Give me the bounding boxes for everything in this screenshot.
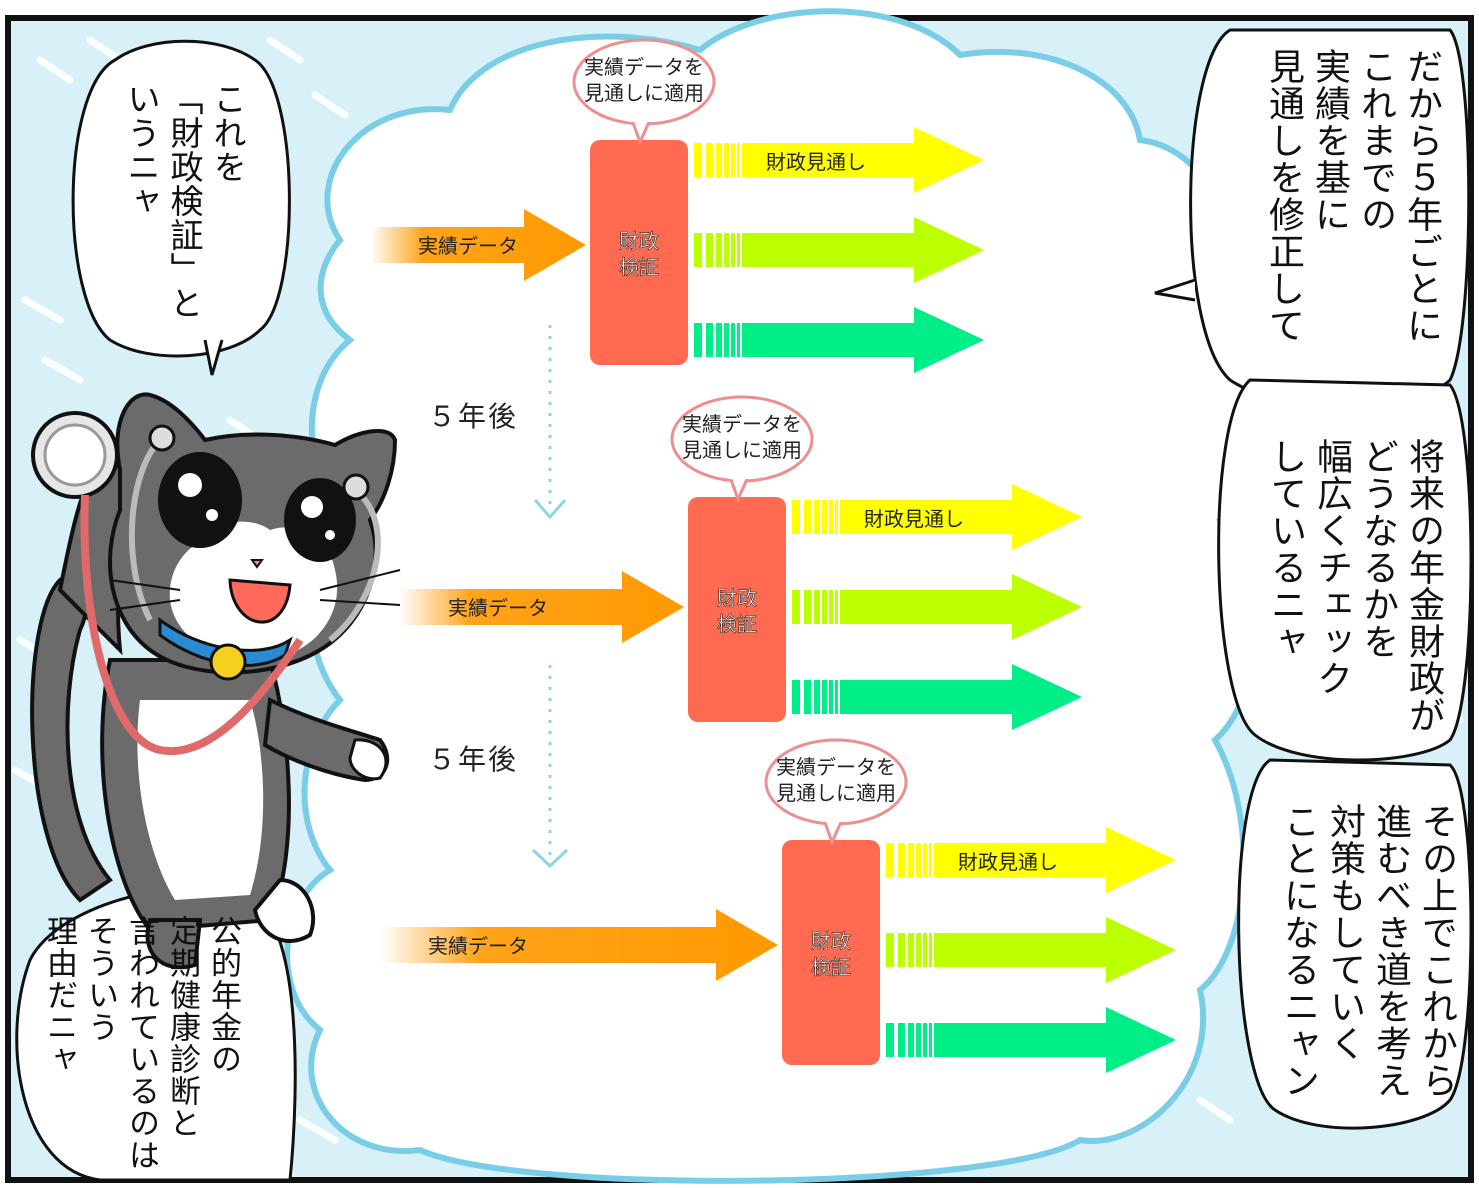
apply-callout-tail-3 [822,819,844,846]
speech-right-middle-text: 将来の年金財政が どうなるかを 幅広くチェック しているニャ [1265,438,1444,734]
input-arrow-2 [400,571,684,643]
verification-box-2 [688,497,786,722]
interval-label-2: ５年後 [428,743,519,776]
apply-callout-tail-2 [728,476,750,503]
verification-box-3 [782,840,880,1065]
verification-box-label-1: 財政 検証 [619,229,660,280]
speech-right-top-text: だから５年ごとに これまでの 実績を基に 見通しを修正して [1263,48,1442,344]
projection-arrow-1-lime [694,217,984,283]
speech-bubble-right-bottom [1237,758,1473,1130]
projection-label-2: 財政見通し [864,507,964,531]
projection-arrow-3-lime [886,917,1176,983]
input-arrow-1 [370,209,586,281]
apply-callout-gap-2 [728,473,750,479]
apply-callout-label-1: 実績データを 見通しに適用 [584,55,704,105]
input-arrow-3 [380,909,778,981]
interval-connector-1 [533,325,567,520]
speech-bubble-top-left [71,39,291,358]
projection-arrow-1-green [694,307,984,373]
input-label-1: 実績データ [418,234,518,258]
speech-right-bottom-text: その上でこれから 進むべき道を考え 対策もしていく ことになるニャン [1278,803,1457,1099]
cat-doctor-icon [30,392,401,970]
speech-tail-right-top [1154,278,1196,302]
projection-label-3: 財政見通し [958,850,1058,874]
apply-callout-label-3: 実績データを 見通しに適用 [776,755,896,805]
projection-label-1: 財政見通し [766,150,866,174]
projection-arrow-3-green [886,1007,1176,1073]
projection-arrow-2-yellow [792,484,1082,550]
projection-arrow-2-green [792,664,1082,730]
apply-callout-gap-3 [822,816,844,822]
apply-callout-tail-1 [630,119,652,146]
interval-connector-2 [531,665,569,869]
projection-arrow-2-lime [792,574,1082,640]
speech-top-left-text: これを 「財政検証」と いうニャ [122,82,247,320]
fiscal-verification-diagram [370,38,1176,1073]
input-label-3: 実績データ [428,934,528,958]
projection-arrow-3-yellow [886,827,1176,893]
speech-bubble-right-middle [1217,378,1473,762]
speech-tail-top-left [203,339,224,376]
verification-box-1 [590,140,688,365]
speech-bottom-left-text: 公的年金の 定期健康診断と 言われているのは そういう 理由だニャ [41,915,241,1171]
projection-arrow-1-yellow [694,127,984,193]
verification-box-label-3: 財政 検証 [811,929,852,980]
apply-callout-gap-1 [630,116,652,122]
input-label-2: 実績データ [448,596,548,620]
apply-callout-label-2: 実績データを 見通しに適用 [682,412,802,462]
interval-label-1: ５年後 [428,400,519,433]
verification-box-label-2: 財政 検証 [717,586,758,637]
